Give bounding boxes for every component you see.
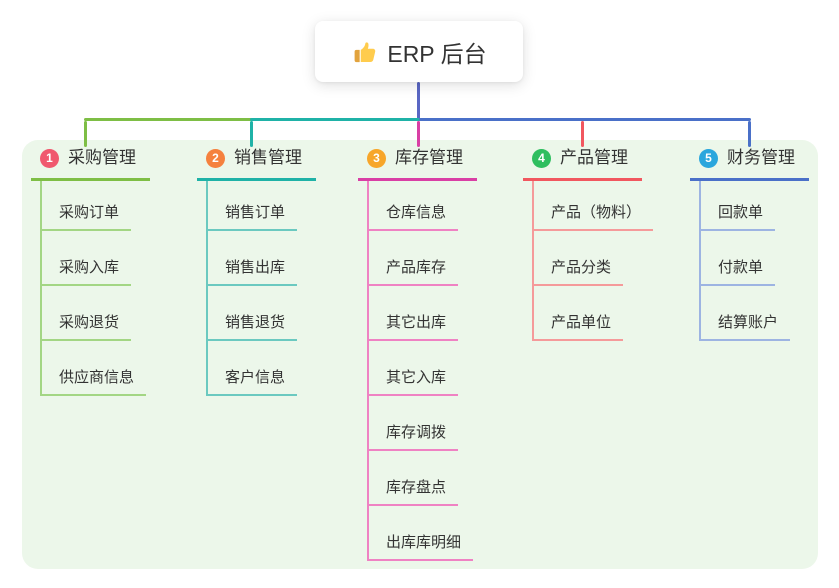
child-node-label[interactable]: 回款单 [701,204,776,231]
branch-label: 库存管理 [395,148,463,167]
child-node-row: 产品（物料） [534,181,654,231]
child-node-row: 供应商信息 [42,341,150,396]
root-node[interactable]: ERP 后台 [315,21,523,82]
branch-column-3: 3 库存管理仓库信息产品库存其它出库其它入库库存调拨库存盘点出库库明细 [358,147,477,561]
child-node-label[interactable]: 仓库信息 [369,204,459,231]
branch-header-1[interactable]: 1 采购管理 [31,147,150,181]
child-node-row: 回款单 [701,181,809,231]
child-node-row: 库存调拨 [369,396,477,451]
child-node-row: 采购入库 [42,231,150,286]
branches-panel [22,140,818,569]
drop-connector-3 [417,121,420,147]
child-node-row: 采购退货 [42,286,150,341]
branch-number-badge: 4 [532,148,551,168]
branch-header-3[interactable]: 3 库存管理 [358,147,477,181]
child-node-row: 客户信息 [208,341,316,396]
branch-number-badge: 2 [206,148,225,168]
branch-header-5[interactable]: 5 财务管理 [690,147,809,181]
child-node-row: 销售订单 [208,181,316,231]
branch-number-badge: 3 [367,148,386,168]
branch-column-4: 4 产品管理产品（物料） 产品分类产品单位 [523,147,654,341]
bus-connector-5 [419,118,751,121]
child-node-label[interactable]: 结算账户 [701,314,791,341]
child-node-row: 出库库明细 [369,506,477,561]
child-node-row: 库存盘点 [369,451,477,506]
child-node-label[interactable]: 付款单 [701,259,776,286]
child-node-label[interactable]: 产品库存 [369,259,459,286]
branch-label: 产品管理 [560,148,628,167]
child-node-label[interactable]: 其它出库 [369,314,459,341]
branch-children: 销售订单销售出库销售退货客户信息 [206,181,316,396]
child-node-label[interactable]: 供应商信息 [42,369,147,396]
thumbs-up-icon [351,39,377,65]
child-node-label[interactable]: 销售出库 [208,259,298,286]
branch-column-5: 5 财务管理回款单付款单结算账户 [690,147,809,341]
child-node-label[interactable]: 采购退货 [42,314,132,341]
drop-connector-4 [581,121,584,147]
root-label: ERP 后台 [387,40,487,67]
child-node-label[interactable]: 产品单位 [534,314,624,341]
child-node-label[interactable]: 客户信息 [208,369,298,396]
child-node-row: 采购订单 [42,181,150,231]
child-node-row: 其它出库 [369,286,477,341]
child-node-row: 产品分类 [534,231,653,286]
child-node-row: 销售退货 [208,286,316,341]
child-node-label[interactable]: 其它入库 [369,369,459,396]
child-node-row: 其它入库 [369,341,477,396]
bus-connector-1 [84,118,252,121]
branch-children: 产品（物料） 产品分类产品单位 [532,181,654,341]
child-node-row: 结算账户 [701,286,809,341]
child-node-label[interactable]: 销售订单 [208,204,298,231]
branch-column-1: 1 采购管理采购订单采购入库采购退货供应商信息 [31,147,150,396]
child-node-label[interactable]: 产品分类 [534,259,624,286]
drop-connector-5 [748,121,751,147]
branch-number-badge: 1 [40,148,59,168]
child-node-row: 产品单位 [534,286,653,341]
drop-connector-2 [250,121,253,147]
child-node-label[interactable]: 采购订单 [42,204,132,231]
child-node-label[interactable]: 产品（物料） [534,204,654,231]
branch-children: 采购订单采购入库采购退货供应商信息 [40,181,150,396]
branch-label: 销售管理 [234,148,302,167]
branch-header-2[interactable]: 2 销售管理 [197,147,316,181]
drop-connector-1 [84,121,87,147]
child-node-label[interactable]: 采购入库 [42,259,132,286]
branch-label: 财务管理 [727,148,795,167]
branch-children: 回款单付款单结算账户 [699,181,809,341]
bus-connector-2 [250,118,421,121]
branch-label: 采购管理 [68,148,136,167]
child-node-row: 仓库信息 [369,181,477,231]
child-node-row: 产品库存 [369,231,477,286]
child-node-row: 付款单 [701,231,809,286]
branch-number-badge: 5 [699,148,718,168]
branch-column-2: 2 销售管理销售订单销售出库销售退货客户信息 [197,147,316,396]
root-connector-line [417,82,420,119]
child-node-row: 销售出库 [208,231,316,286]
child-node-label[interactable]: 库存调拨 [369,424,459,451]
child-node-label[interactable]: 库存盘点 [369,479,459,506]
branch-children: 仓库信息产品库存其它出库其它入库库存调拨库存盘点出库库明细 [367,181,477,561]
branch-header-4[interactable]: 4 产品管理 [523,147,642,181]
child-node-label[interactable]: 销售退货 [208,314,298,341]
child-node-label[interactable]: 出库库明细 [369,534,474,561]
